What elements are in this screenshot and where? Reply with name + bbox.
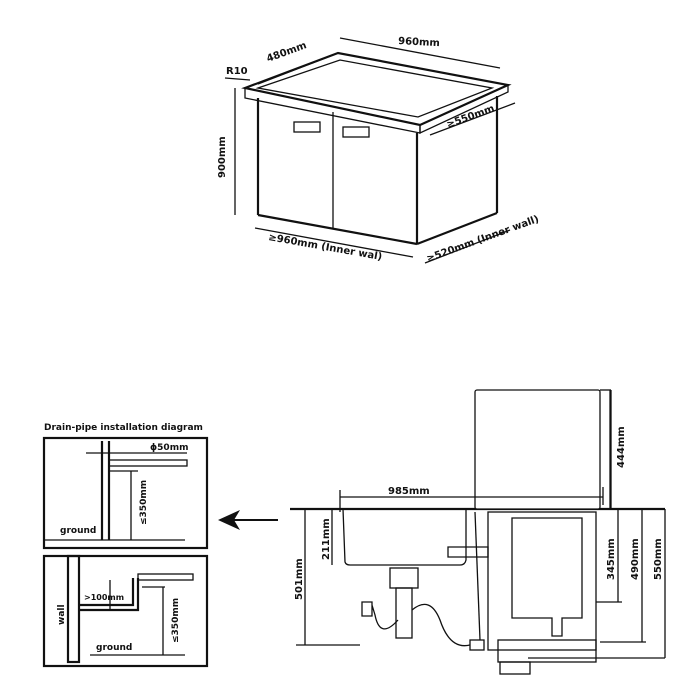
arrow-left-icon [218, 510, 278, 530]
label-ground-2: ground [96, 643, 132, 653]
label-550: 550mm [653, 538, 664, 580]
label-under-height: 501mm [294, 558, 305, 600]
door-handle-right [342, 126, 370, 138]
drain-panel-1 [42, 436, 209, 550]
drain-panel-2 [42, 554, 209, 668]
label-top-width: 960mm [398, 36, 440, 49]
label-345: 345mm [606, 538, 617, 580]
label-490: 490mm [630, 538, 641, 580]
drain-title: Drain-pipe installation diagram [44, 423, 203, 433]
label-top-depth: 480mm [265, 40, 308, 65]
cabinet-drawing: 480mm 960mm R10 900mm ≥550mm ≥960mm (Inn… [217, 36, 541, 265]
label-side-depth: ≥550mm [445, 103, 496, 130]
drain-pipe-diagram: Drain-pipe installation diagram ϕ50mm gr… [42, 423, 209, 668]
appliance-body [474, 389, 601, 510]
label-inner-width: ≥960mm (Inner wal) [267, 232, 382, 263]
label-offset: >100mm [84, 593, 124, 602]
label-wall: wall [57, 604, 67, 625]
label-corner-radius: R10 [226, 66, 248, 77]
side-view-drawing: 985mm 444mm 211mm 501mm 345mm 490mm 550m… [290, 389, 666, 675]
label-height-2: ≤350mm [171, 598, 181, 643]
label-inner-depth: ≥520mm (Inner wall) [425, 214, 540, 265]
door-handle-left [293, 121, 321, 133]
label-sink-depth: 211mm [321, 518, 332, 560]
label-total-length: 985mm [388, 486, 430, 497]
label-ground-1: ground [60, 526, 96, 536]
label-height-1: ≤350mm [139, 480, 149, 525]
label-height: 900mm [217, 136, 228, 178]
label-unit-height: 444mm [616, 426, 627, 468]
label-pipe-diameter: ϕ50mm [150, 443, 188, 453]
